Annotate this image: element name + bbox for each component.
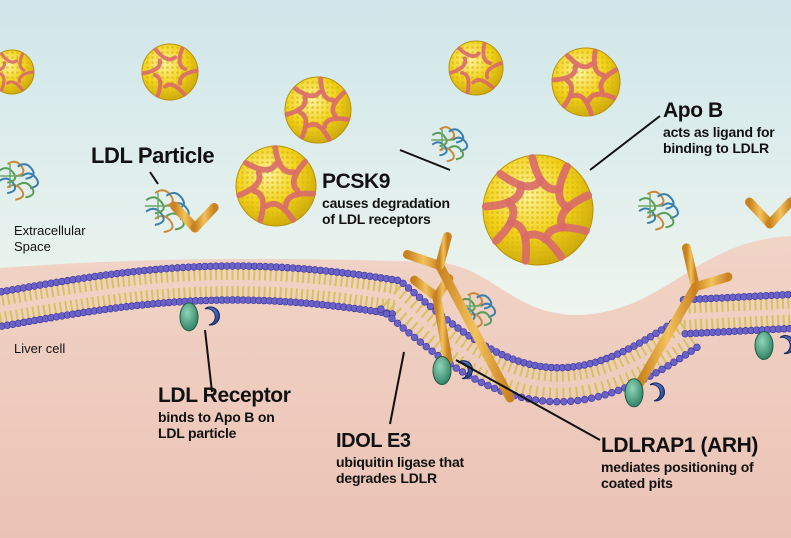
- pointer-pcsk9: [399, 149, 451, 171]
- ldl-receptor-icon: [745, 197, 791, 360]
- idol-line1: ubiquitin ligase that: [336, 453, 465, 470]
- idol-e3-icon: [204, 306, 220, 326]
- pcsk9-protein-icon: [144, 189, 190, 234]
- pcsk9-title: PCSK9: [322, 170, 391, 193]
- membrane-icon: [0, 262, 791, 406]
- ldl-receptor-icon: [170, 201, 220, 332]
- pcsk9-line2: of LDL receptors: [322, 211, 431, 228]
- ldl-particle-icon: [284, 76, 352, 144]
- extracellular-line2: Space: [14, 238, 51, 254]
- ldl-particle-icon: [448, 40, 504, 96]
- pointer-apob: [589, 115, 661, 171]
- idol-e3-icon: [779, 335, 791, 355]
- pcsk9-annotation: PCSK9 causes degradation of LDL receptor…: [322, 170, 450, 228]
- pointer-idol: [389, 351, 405, 425]
- ldl-particles: [0, 40, 621, 266]
- ldlrap1-icon: [179, 302, 199, 332]
- ldl-particle-icon: [235, 145, 317, 227]
- idol-e3-icon: [649, 382, 665, 402]
- apob-annotation: Apo B acts as ligand for binding to LDLR: [663, 99, 775, 157]
- ldl-receptor-annotation: LDL Receptor binds to Apo B on LDL parti…: [158, 384, 291, 442]
- idol-title: IDOL E3: [336, 430, 411, 452]
- ldlrap1-icon: [624, 378, 644, 408]
- pcsk9-line1: causes degradation: [322, 194, 450, 211]
- ldl-particle-icon: [141, 43, 199, 101]
- apob-line1: acts as ligand for: [663, 123, 775, 140]
- idol-annotation: IDOL E3 ubiquitin ligase that degrades L…: [336, 430, 464, 487]
- pcsk9-protein-icon: [638, 190, 679, 231]
- liver-cell-label: Liver cell: [14, 341, 66, 356]
- ldl-receptor-icon: [402, 232, 515, 403]
- pcsk9-protein-icon: [431, 126, 469, 163]
- extracellular-label: Extracellular Space: [14, 223, 86, 254]
- ldl-receptors: [170, 197, 791, 408]
- ldlrap1-icon: [754, 331, 774, 360]
- pointer-ldl-receptor: [204, 329, 213, 393]
- ldlr-title: LDL Receptor: [158, 384, 291, 407]
- ldlr-line2: LDL particle: [158, 425, 237, 442]
- ldlrap1-title: LDLRAP1 (ARH): [601, 434, 758, 457]
- idol-line2: degrades LDLR: [336, 470, 437, 487]
- apob-title: Apo B: [663, 99, 723, 122]
- ldl-receptor-icon: [624, 243, 733, 408]
- extracellular-line1: Extracellular: [14, 223, 86, 238]
- ldlr-line1: binds to Apo B on: [158, 408, 275, 425]
- ldl-particle-icon: [0, 49, 35, 95]
- pointer-lines: [149, 115, 661, 441]
- pointer-ldl-particle: [149, 171, 159, 185]
- ldl-particle-label: LDL Particle: [91, 143, 215, 168]
- ldlrap1-icon: [432, 356, 452, 386]
- pcsk9-protein-icon: [0, 160, 39, 201]
- ldl-particle-icon: [481, 154, 594, 266]
- ldlrap1-line2: coated pits: [601, 475, 673, 492]
- apob-line2: binding to LDLR: [663, 140, 769, 157]
- pointer-ldlrap1: [455, 359, 601, 441]
- pcsk9-proteins: [0, 126, 679, 329]
- ldlrap1-line1: mediates positioning of: [601, 458, 754, 475]
- ldlrap1-annotation: LDLRAP1 (ARH) mediates positioning of co…: [601, 434, 758, 492]
- ldl-particle-icon: [551, 47, 621, 117]
